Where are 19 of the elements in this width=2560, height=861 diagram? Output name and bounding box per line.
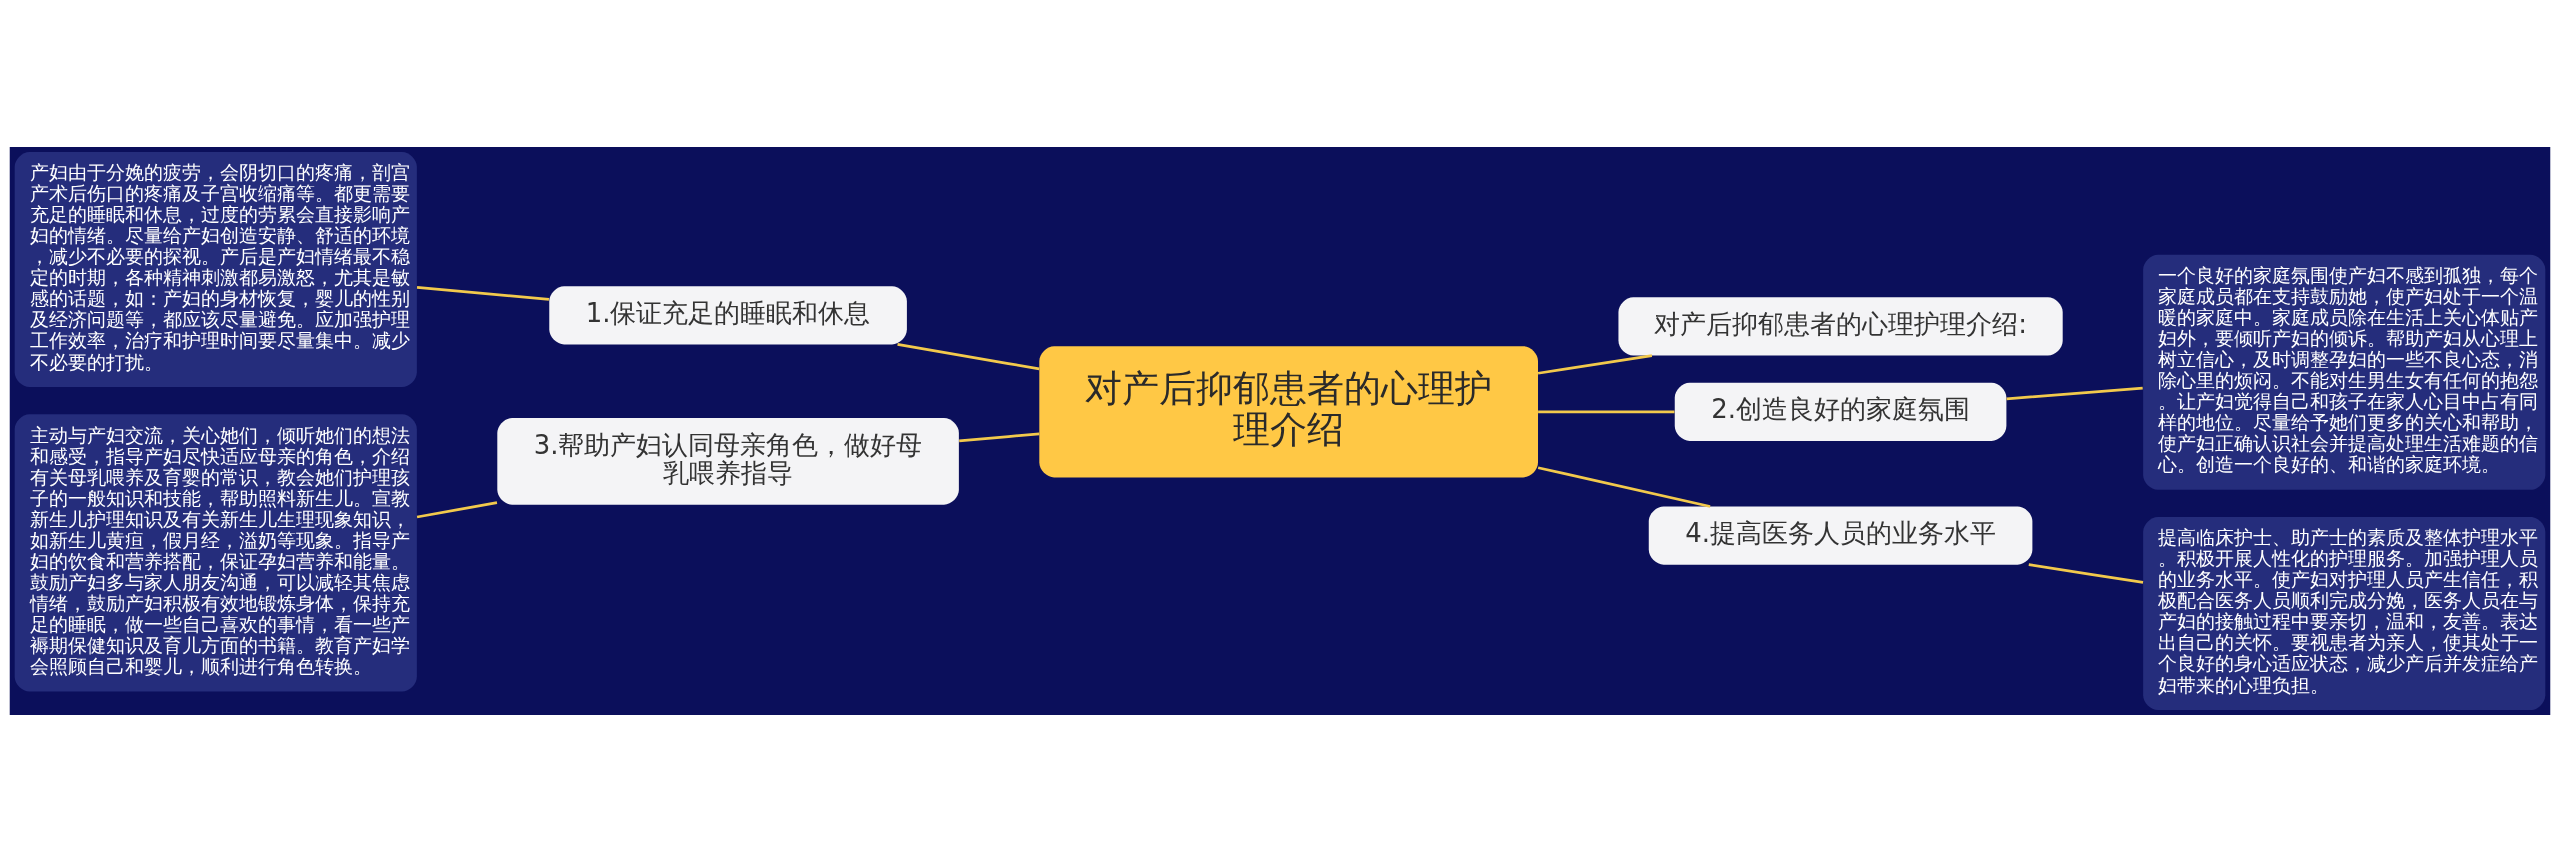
node-box: 3.帮助产妇认同母亲角色，做好母乳喂养指导 — [497, 417, 959, 505]
node-box: 一个良好的家庭氛围使产妇不感到孤独，每个家庭成员都在支持鼓励她，使产妇处于一个温暖的家庭中。家庭成员除在生活上关心体贴产妇外，要倾听产妇的倾诉。帮助产妇从心理上树立信心，及时调整孕妇的一些不良心态，消除心里的烦闷。不能对生男生女有任何的抱怨。让产妇觉得自己和孩子在家人心目中占有同样的地位。尽量给予她们更多的关心和帮助，使产妇正确认识社会并提高处理生活难题的信心。创造一个良好的、和谐的家庭环境。 — [2143, 254, 2546, 490]
node-box: 对产后抑郁患者的心理护理介绍: — [1618, 296, 2063, 355]
connector — [2028, 562, 2144, 584]
connector — [897, 342, 1040, 370]
connector — [416, 285, 550, 301]
node-box: 2.创造良好的家庭氛围 — [1674, 382, 2007, 441]
connector — [1538, 409, 1675, 413]
node-box: 1.保证充足的睡眠和休息 — [549, 285, 907, 344]
connector — [1537, 465, 1711, 508]
node-box: 产妇由于分娩的疲劳，会阴切口的疼痛，剖宫产术后伤口的疼痛及子宫收缩痛等。都更需要充足的睡眠和休息，过度的劳累会直接影响产妇的情绪。尽量给产妇创造安静、舒适的环境，减少不必要的探视。产后是产妇情绪最不稳定的时期，各种精神刺激都易激怒，尤其是敏感的话题，如：产妇的身材恢复，婴儿的性别及经济问题等，都应该尽量避免。应加强护理工作效率，治疗和护理时间要尽量集中。减少不必要的打扰。 — [14, 151, 417, 387]
connector — [2006, 386, 2143, 400]
connector — [959, 431, 1040, 442]
connector — [1537, 353, 1653, 375]
node-box: 主动与产妇交流，关心她们，倾听她们的想法和感受，指导产妇尽快适应母亲的角色，介绍有关母乳喂养及育婴的常识，教会她们护理孩子的一般知识和技能，帮助照料新生儿。宣教新生儿护理知识及有关新生儿生理现象知识，如新生儿黄疸，假月经，溢奶等现象。指导产妇的饮食和营养搭配，保证孕妇营养和能量。鼓励产妇多与家人朋友沟通，可以减轻其焦虑情绪，鼓励产妇积极有效地锻炼身体，保持充足的睡眠，做一些自己喜欢的事情，看一些产褥期保健知识及育儿方面的书籍。教育产妇学会照顾自己和婴儿，顺利进行角色转换。 — [14, 413, 417, 691]
node-box: 4.提高医务人员的业务水平 — [1648, 506, 2033, 565]
node-box: 对产后抑郁患者的心理护理介绍 — [1039, 345, 1538, 477]
connector — [416, 500, 498, 518]
node-box: 提高临床护士、助产士的素质及整体护理水平。积极开展人性化的护理服务。加强护理人员的业务水平。使产妇对护理人员产生信任，积极配合医务人员顺利完成分娩，医务人员在与产妇的接触过程中要亲切，温和，友善。表达出自己的关怀。要视患者为亲人，使其处于一个良好的身心适应状态，减少产后并发症给产妇带来的心理负担。 — [2143, 516, 2546, 710]
